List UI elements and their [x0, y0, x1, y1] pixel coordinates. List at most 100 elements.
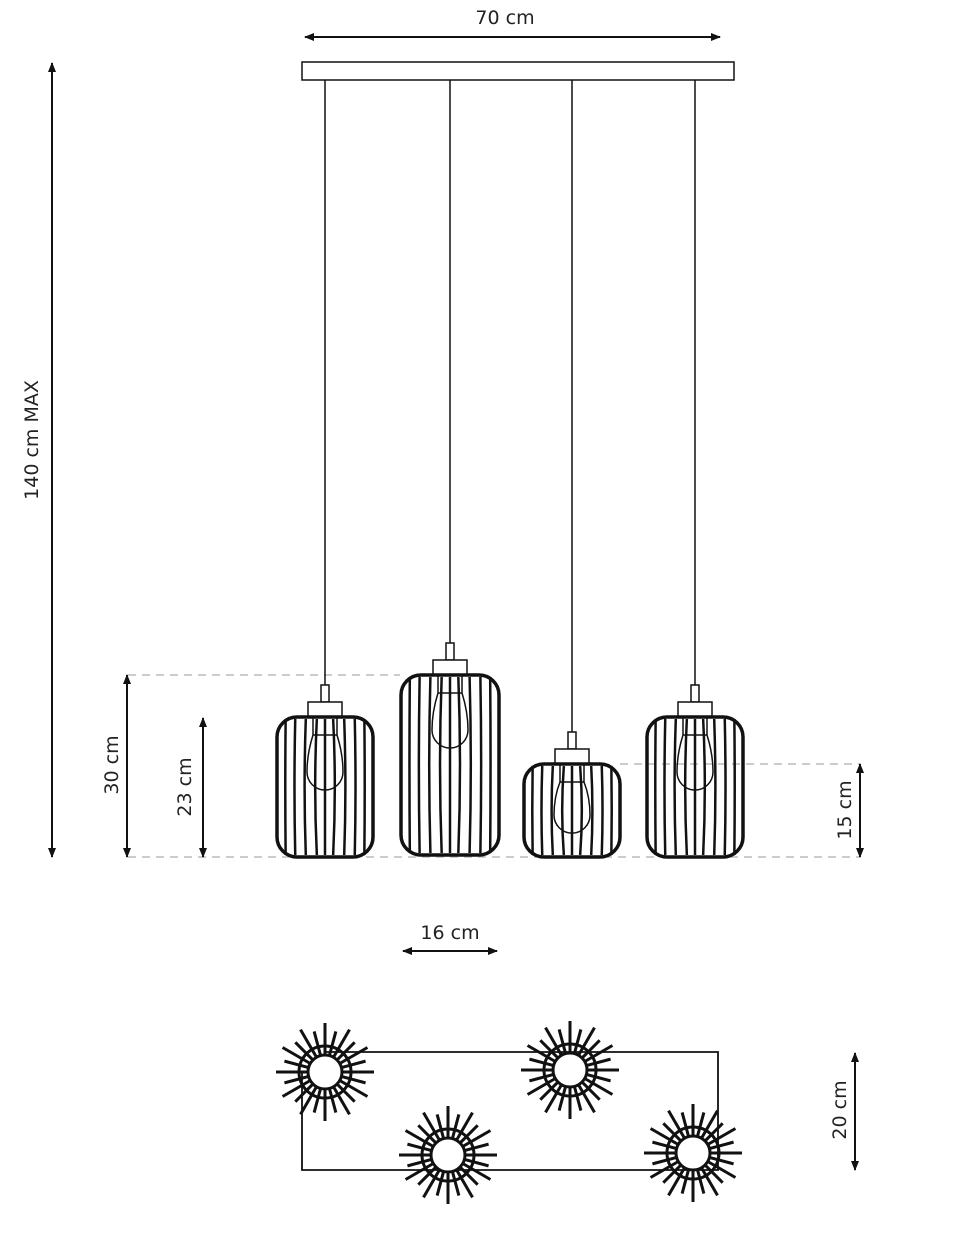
- cage-rib: [313, 718, 319, 856]
- rib-line: [336, 1041, 356, 1061]
- cage-rib: [712, 718, 717, 856]
- rib-line: [462, 1129, 492, 1148]
- rib-line: [435, 1171, 445, 1196]
- rib-line: [709, 1140, 734, 1150]
- rib-line: [341, 1075, 366, 1085]
- rib-line: [704, 1122, 724, 1142]
- cage-rib: [479, 676, 483, 854]
- rib-line: [464, 1158, 489, 1168]
- rib-line: [332, 1086, 351, 1116]
- rib-line: [462, 1162, 492, 1181]
- rib-line: [577, 1084, 596, 1114]
- socket-cap: [432, 659, 468, 676]
- max-height-label: 140 cm MAX: [21, 380, 43, 500]
- cage-ring: [542, 1042, 598, 1098]
- cage-outline: [275, 715, 375, 859]
- lamp-top-view-4: [644, 1104, 742, 1202]
- width-label: 70 cm: [475, 7, 535, 29]
- rib-line: [662, 1122, 682, 1142]
- cage-ring: [420, 1127, 476, 1183]
- rib-line: [667, 1109, 686, 1139]
- cage-rib: [550, 765, 555, 856]
- rib-line: [680, 1169, 690, 1194]
- cage-rib: [578, 765, 584, 856]
- rib-line: [332, 1028, 351, 1058]
- cage-rib: [468, 676, 473, 854]
- stem: [445, 642, 455, 661]
- stem: [567, 731, 577, 750]
- socket-cap: [677, 701, 713, 718]
- shade-opening: [674, 1134, 712, 1172]
- rib-line: [459, 1166, 479, 1186]
- rib-line: [455, 1169, 474, 1199]
- shade-opening: [551, 1051, 589, 1089]
- tall-lamp-height-label: 30 cm: [101, 735, 123, 795]
- rib-line: [652, 1156, 677, 1166]
- rib-line: [417, 1124, 437, 1144]
- rib-line: [707, 1127, 737, 1146]
- lamp-top-view-3: [399, 1106, 497, 1204]
- rib-line: [539, 1039, 559, 1059]
- canopy-depth-label: 20 cm: [829, 1080, 851, 1140]
- rib-line: [299, 1086, 318, 1116]
- lamp-top-view-2: [521, 1021, 619, 1119]
- cage-rib: [723, 718, 727, 856]
- rib-line: [451, 1171, 461, 1196]
- rib-line: [312, 1088, 322, 1113]
- rib-line: [649, 1127, 679, 1146]
- cage-rib: [457, 676, 462, 854]
- rib-line: [707, 1160, 737, 1179]
- rib-line: [339, 1046, 369, 1065]
- rib-line: [557, 1029, 567, 1054]
- rib-line: [284, 1075, 309, 1085]
- medium-lamp-height-label: 23 cm: [174, 757, 196, 817]
- rib-line: [407, 1142, 432, 1152]
- rib-line: [539, 1081, 559, 1101]
- cage-rib: [293, 718, 297, 856]
- cage-outline: [399, 673, 501, 857]
- rib-line: [581, 1081, 601, 1101]
- shade-opening: [306, 1053, 344, 1091]
- cage-rib: [438, 676, 443, 854]
- cage-outline: [645, 715, 745, 859]
- rib-line: [281, 1079, 311, 1098]
- top-view: [276, 1021, 742, 1204]
- rib-line: [339, 1079, 369, 1098]
- rib-line: [294, 1041, 314, 1061]
- rib-line: [544, 1026, 563, 1056]
- cage-outline: [522, 762, 622, 859]
- rib-line: [652, 1140, 677, 1150]
- rib-line: [299, 1028, 318, 1058]
- canopy: [301, 61, 735, 81]
- rib-line: [341, 1059, 366, 1069]
- rib-line: [451, 1114, 461, 1139]
- rib-line: [584, 1077, 614, 1096]
- cage-rib: [560, 765, 566, 856]
- rib-line: [328, 1088, 338, 1113]
- rib-line: [422, 1111, 441, 1141]
- pendant-lamp-3: [522, 80, 622, 859]
- cage-rib: [683, 718, 689, 856]
- rib-line: [680, 1112, 690, 1137]
- stem: [320, 684, 330, 703]
- rib-line: [529, 1073, 554, 1083]
- rib-line: [455, 1111, 474, 1141]
- cage-rib: [331, 718, 337, 856]
- rib-line: [700, 1167, 719, 1197]
- cage-rib: [540, 765, 544, 856]
- rib-line: [417, 1166, 437, 1186]
- rib-line: [696, 1112, 706, 1137]
- rib-line: [581, 1039, 601, 1059]
- rib-line: [649, 1160, 679, 1179]
- cage-rib: [342, 718, 347, 856]
- pendant-lamp-1: [275, 80, 375, 859]
- cage-ring: [665, 1125, 721, 1181]
- rib-line: [294, 1083, 314, 1103]
- rib-line: [407, 1158, 432, 1168]
- rib-line: [328, 1031, 338, 1056]
- rib-line: [459, 1124, 479, 1144]
- socket-cap: [307, 701, 343, 718]
- lamp-diameter-label: 16 cm: [420, 922, 480, 944]
- rib-line: [573, 1029, 583, 1054]
- lamp-top-view-1: [276, 1023, 374, 1121]
